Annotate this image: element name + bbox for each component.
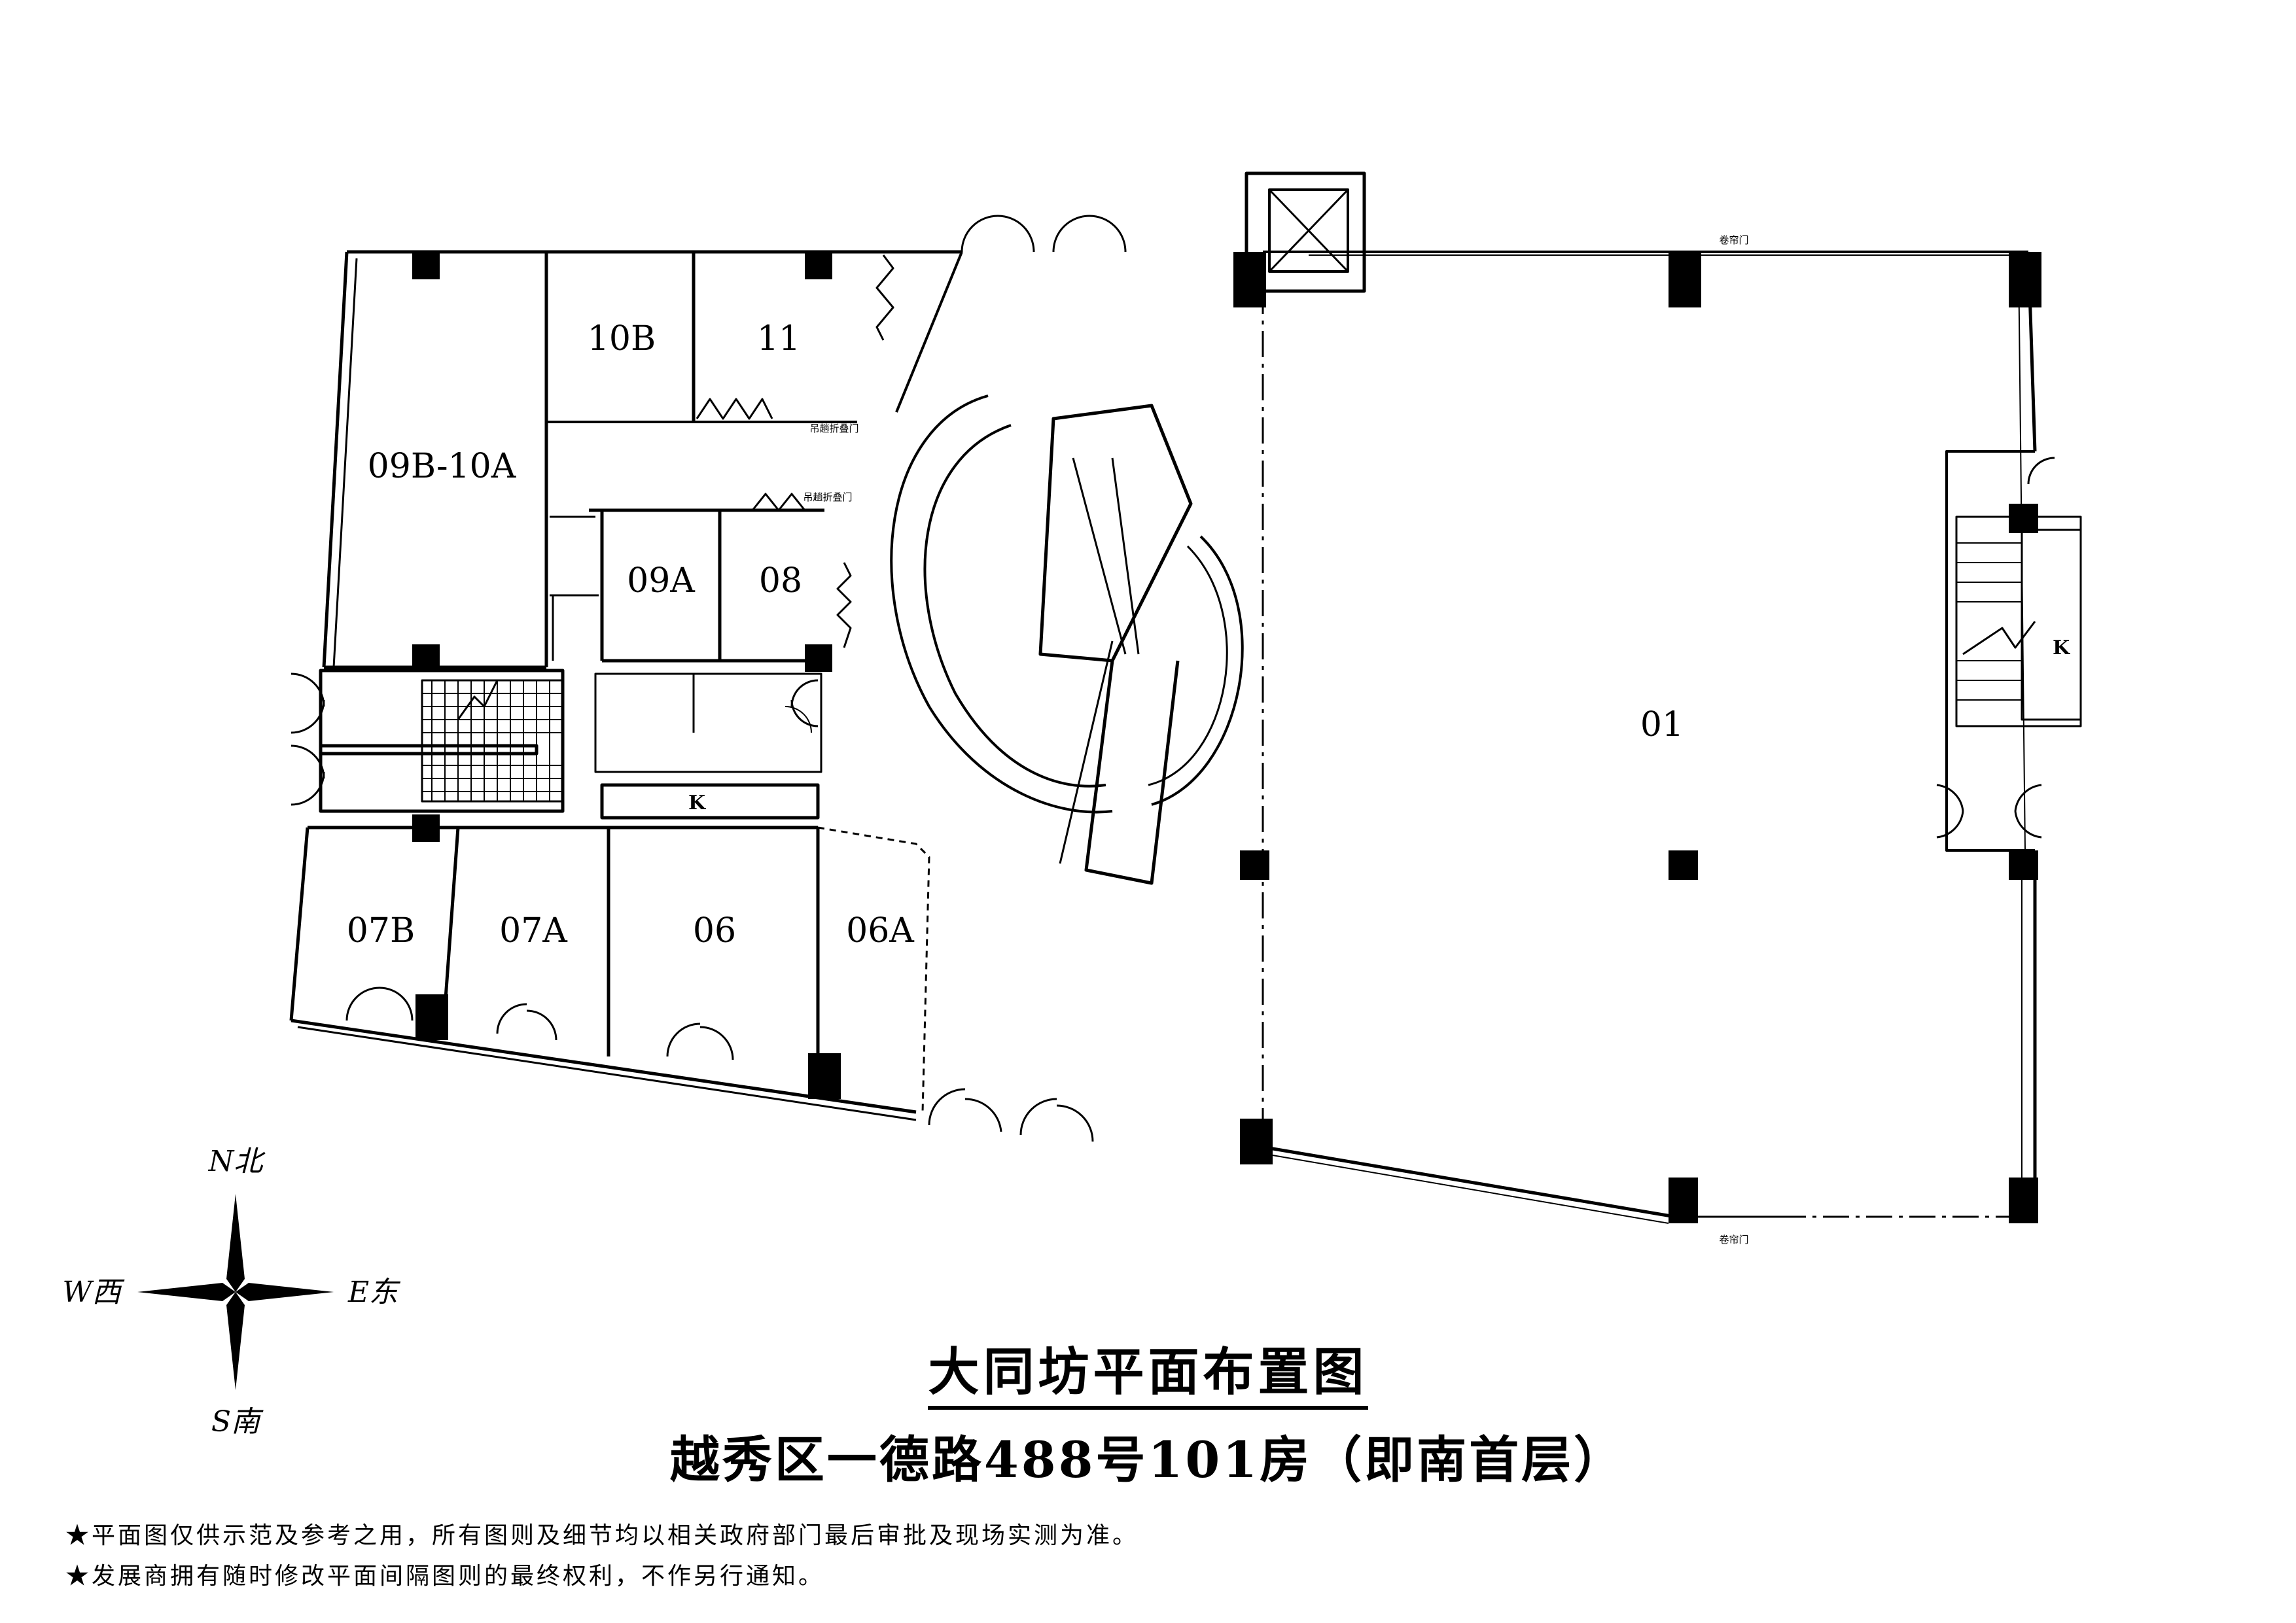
room-labels: 01 06 06A 07A 07B 08 09A 09B-10A 10B 11 …: [62, 234, 2070, 1439]
k-left-label: K: [688, 792, 706, 814]
compass-north-label: N北: [208, 1145, 266, 1178]
room-10B-label: 10B: [588, 319, 656, 358]
disclaimer-note-2: ★发展商拥有随时修改平面间隔图则的最终权利，不作另行通知。: [65, 1563, 825, 1590]
room-07B-label: 07B: [347, 911, 415, 951]
folding-door-label-1: 吊趟折叠门: [809, 423, 858, 434]
west-stair: [319, 669, 565, 813]
shutter-label-top: 卷帘门: [1719, 234, 1748, 246]
room-01-label: 01: [1640, 705, 1684, 744]
room-08-label: 08: [759, 561, 802, 601]
disclaimer-note-1: ★平面图仅供示范及参考之用，所有图则及细节均以相关政府部门最后审批及现场实测为准…: [65, 1522, 1139, 1549]
compass-south-label: S南: [211, 1405, 264, 1439]
columns: [412, 252, 2041, 1223]
escalators: [1038, 404, 1193, 885]
west-block-walls: [322, 250, 963, 669]
compass-rose: [137, 1194, 334, 1390]
lift-core: [1245, 171, 1366, 293]
k-right-label: K: [2053, 637, 2070, 659]
plan-title: 大同坊平面布置图: [0, 1331, 2296, 1410]
door-swings: [291, 215, 2055, 1142]
room-06A-label: 06A: [846, 911, 915, 951]
room-07A-label: 07A: [499, 911, 568, 951]
room-11-label: 11: [757, 319, 800, 358]
room-06-label: 06: [693, 911, 736, 951]
room-09A-label: 09A: [627, 561, 696, 601]
shutter-label-bottom: 卷帘门: [1719, 1234, 1748, 1246]
folding-doors: [696, 254, 894, 648]
room-09B-10A-label: 09B-10A: [368, 447, 517, 486]
east-stair: [1955, 515, 2082, 727]
folding-door-label-2: 吊趟折叠门: [803, 491, 852, 503]
plan-subtitle: 越秀区一德路488号101房（即南首层）: [669, 1431, 1627, 1489]
compass-west-label: W西: [62, 1276, 124, 1309]
compass-east-label: E东: [347, 1276, 401, 1309]
service-core: [594, 672, 822, 820]
spiral-stair: [890, 394, 1244, 814]
plan-title-text: 大同坊平面布置图: [928, 1342, 1368, 1410]
